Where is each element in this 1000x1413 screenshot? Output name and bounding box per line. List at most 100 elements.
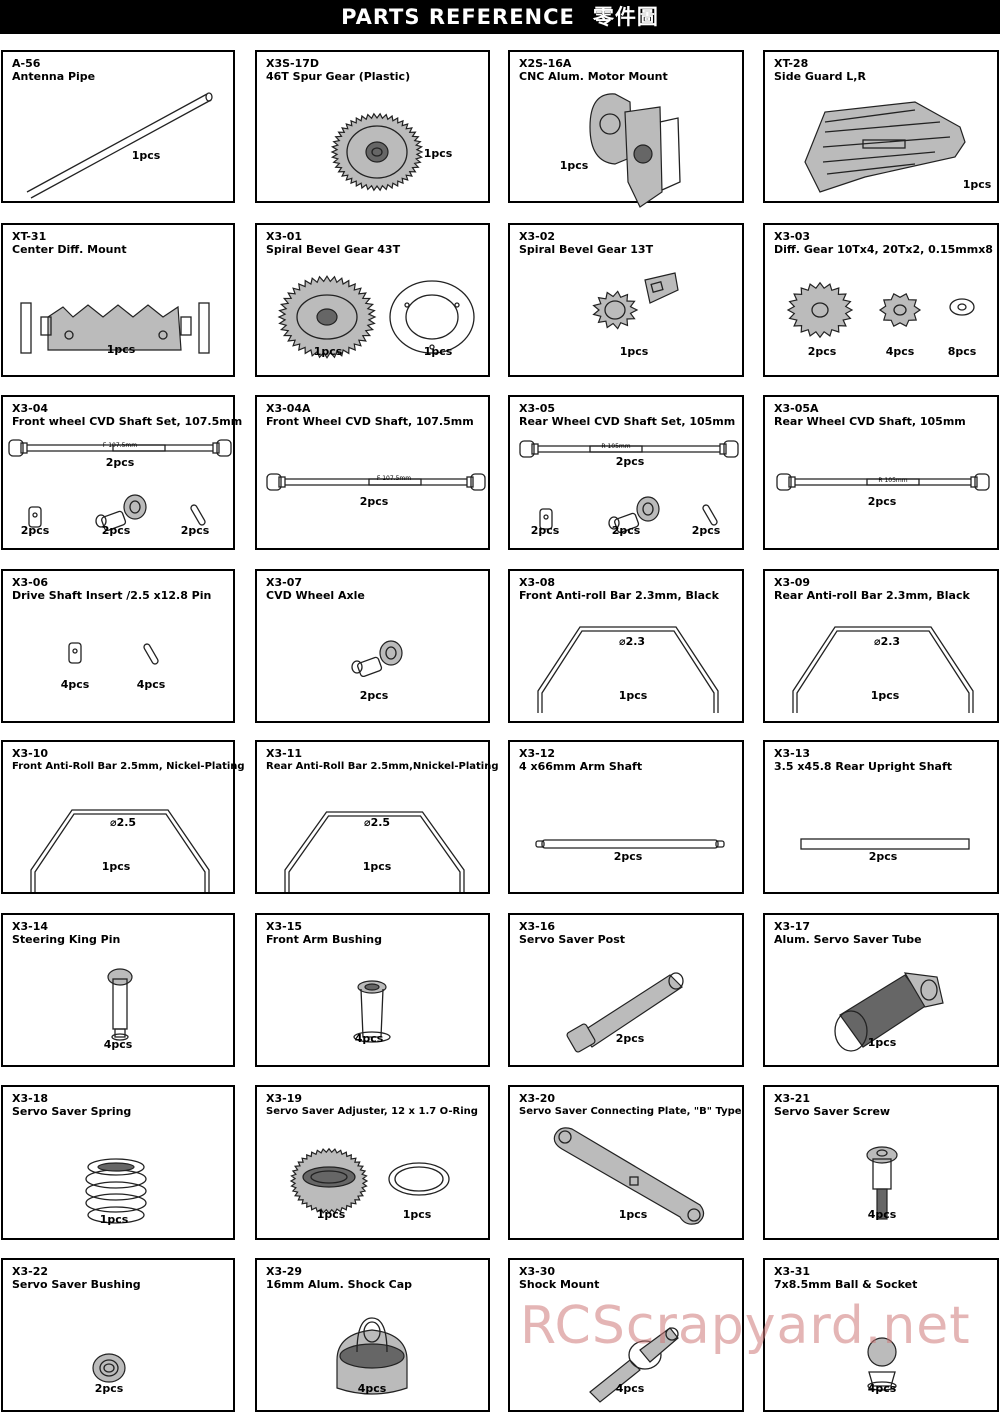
- part-quantity: 1pcs: [559, 159, 589, 172]
- part-quantity: 1pcs: [131, 149, 161, 162]
- part-quantity: 1pcs: [106, 343, 136, 356]
- part-quantity: 2pcs: [615, 1032, 645, 1045]
- shaft-marking: F 107.5mm: [102, 442, 138, 449]
- part-name: Spiral Bevel Gear 43T: [266, 243, 401, 256]
- part-code: X3-17: [774, 920, 811, 933]
- part-quantity: 1pcs: [867, 1036, 897, 1049]
- part-name: Front wheel CVD Shaft Set, 107.5mm: [12, 415, 243, 428]
- part-quantity: 1pcs: [618, 689, 648, 702]
- part-code: XT-28: [774, 57, 809, 70]
- part-code: X3-13: [774, 747, 811, 760]
- part-name: Rear Wheel CVD Shaft Set, 105mm: [519, 415, 736, 428]
- part-quantity: 1pcs: [101, 860, 131, 873]
- part-illustration: [30, 809, 210, 892]
- part-illustration: [589, 1327, 679, 1403]
- part-quantity: 2pcs: [807, 345, 837, 358]
- part-name: Front Arm Bushing: [266, 933, 383, 946]
- part-name: Alum. Servo Saver Tube: [774, 933, 922, 946]
- part-illustration: [85, 1158, 147, 1224]
- part-illustration: [107, 968, 133, 1041]
- part-code: X3-07: [266, 576, 303, 589]
- part-illustration: [867, 1337, 897, 1391]
- part-illustration: [566, 972, 684, 1053]
- part-quantity: 1pcs: [618, 1208, 648, 1221]
- part-quantity: 1pcs: [423, 345, 453, 358]
- part-illustration: [537, 626, 719, 713]
- part-illustration: [519, 440, 739, 534]
- part-code: X3-03: [774, 230, 811, 243]
- part-quantity: 1pcs: [962, 178, 992, 191]
- part-code: X3-05: [519, 402, 556, 415]
- part-illustration: [330, 112, 424, 192]
- part-quantity: 2pcs: [530, 524, 560, 537]
- part-code: X3-19: [266, 1092, 303, 1105]
- part-quantity: 1pcs: [870, 689, 900, 702]
- part-quantity: 4pcs: [615, 1382, 645, 1395]
- part-code: X3-18: [12, 1092, 49, 1105]
- part-code: X3-30: [519, 1265, 556, 1278]
- part-illustration: [353, 980, 391, 1043]
- part-quantity: 4pcs: [354, 1032, 384, 1045]
- part-code: X3-02: [519, 230, 556, 243]
- part-quantity: 4pcs: [867, 1382, 897, 1395]
- part-illustration: [351, 640, 403, 678]
- part-name: CNC Alum. Motor Mount: [519, 70, 668, 83]
- part-name: 3.5 x45.8 Rear Upright Shaft: [774, 760, 953, 773]
- part-quantity: 2pcs: [868, 850, 898, 863]
- diameter-marking: ⌀2.3: [618, 635, 646, 648]
- part-code: X3-09: [774, 576, 811, 589]
- part-name: Spiral Bevel Gear 13T: [519, 243, 654, 256]
- part-illustration: [535, 839, 725, 849]
- part-illustration: [776, 473, 990, 491]
- part-code: X3-05A: [774, 402, 819, 415]
- page-title-cjk: 零件圖: [592, 5, 659, 29]
- part-name: Front Anti-Roll Bar 2.5mm, Nickel-Platin…: [12, 761, 245, 772]
- part-code: X3-15: [266, 920, 303, 933]
- part-illustration: [68, 642, 159, 665]
- part-quantity: 4pcs: [60, 678, 90, 691]
- shaft-marking: F 107.5mm: [376, 475, 412, 482]
- part-name: Servo Saver Post: [519, 933, 626, 946]
- part-name: Servo Saver Screw: [774, 1105, 891, 1118]
- part-name: Rear Wheel CVD Shaft, 105mm: [774, 415, 966, 428]
- part-code: X3-06: [12, 576, 49, 589]
- part-name: Diff. Gear 10Tx4, 20Tx2, 0.15mmx8: [774, 243, 993, 256]
- part-code: X3-16: [519, 920, 556, 933]
- part-name: Servo Saver Bushing: [12, 1278, 141, 1291]
- part-illustration: [866, 1146, 898, 1220]
- part-name: Front Wheel CVD Shaft, 107.5mm: [266, 415, 474, 428]
- part-code: A-56: [12, 57, 41, 70]
- part-name: Rear Anti-Roll Bar 2.5mm,Nnickel-Plating: [266, 761, 499, 772]
- part-quantity: 1pcs: [402, 1208, 432, 1221]
- part-quantity: 2pcs: [613, 850, 643, 863]
- part-name: Rear Anti-roll Bar 2.3mm, Black: [774, 589, 970, 602]
- part-illustration: [800, 838, 970, 850]
- diameter-marking: ⌀2.5: [109, 816, 137, 829]
- part-quantity: 2pcs: [94, 1382, 124, 1395]
- part-quantity: 4pcs: [357, 1382, 387, 1395]
- part-code: X3-10: [12, 747, 49, 760]
- part-name: 7x8.5mm Ball & Socket: [774, 1278, 918, 1291]
- part-illustration: [804, 101, 966, 193]
- part-illustration: [336, 1317, 408, 1395]
- part-name: CVD Wheel Axle: [266, 589, 365, 602]
